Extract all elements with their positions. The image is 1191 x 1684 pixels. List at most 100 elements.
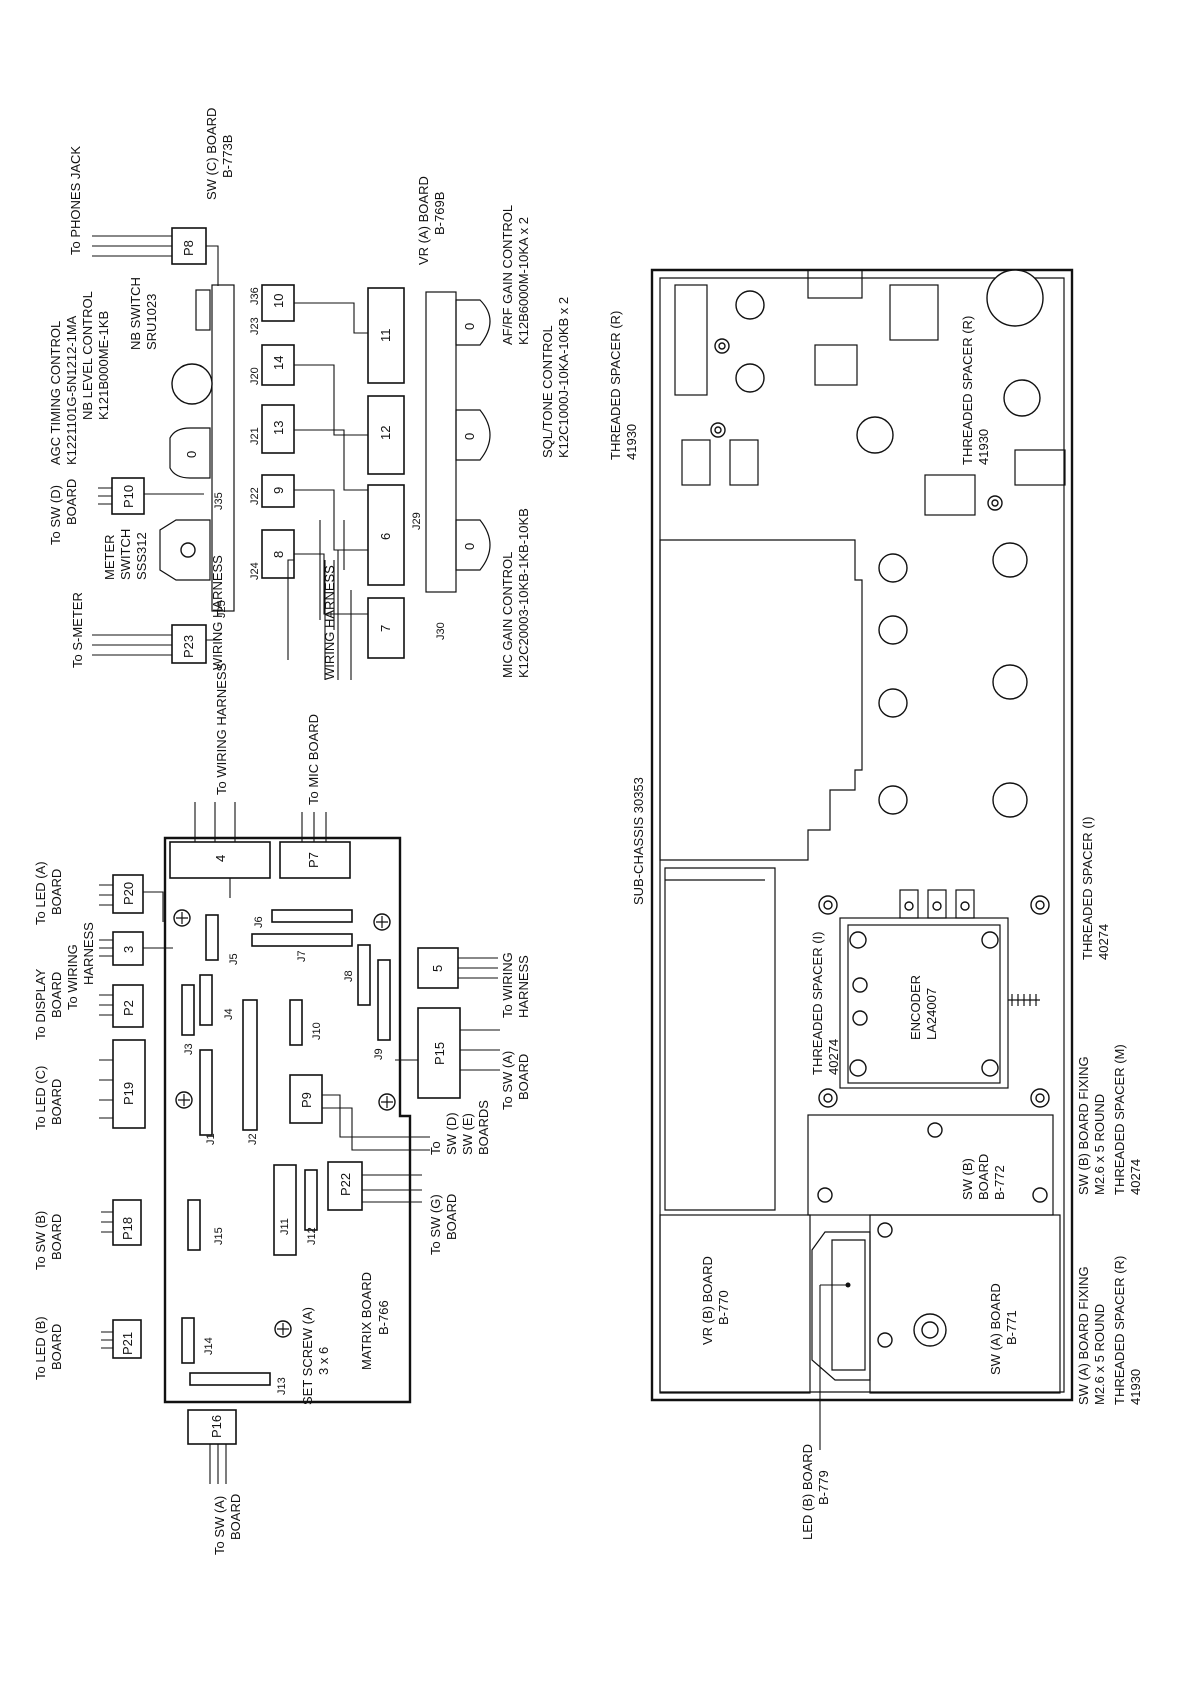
svg-text:0: 0 [462,323,477,330]
plug-5: 5 [417,947,498,989]
jack-j35-label: J35 [213,492,225,510]
plug-p15: P15 [395,1007,500,1099]
jack-j29-label: J29 [411,512,423,530]
chassis-hole-3 [856,416,894,454]
mic-gain-pot: 0 [455,519,491,571]
jack-j10-label: J10 [311,1022,323,1040]
harness-wires [287,302,368,660]
svg-text:8: 8 [271,551,286,558]
svg-text:P15: P15 [432,1042,447,1065]
nb-level-knob [171,363,213,405]
to-sw-b-board-label-b: BOARD [49,1214,64,1260]
led-b-board-bracket [811,1231,871,1381]
jack-j7-label: J7 [296,950,308,962]
sw-c-board-label: SW (C) BOARD [204,108,219,200]
jack-j7-shape [251,933,353,947]
meter-switch: METER SWITCH SSS312 [102,519,211,581]
matrix-screw-3 [175,1091,193,1109]
jack-j11-label: J11 [279,1218,291,1235]
spacer-r-no-label-3: 41930 [1128,1369,1143,1405]
to-phones-jack-label: To PHONES JACK [68,146,83,255]
mid-hole-4 [878,785,908,815]
svg-text:12: 12 [378,426,393,440]
encoder-part-label: LA24007 [924,988,939,1040]
mic-gain-label: MIC GAIN CONTROL [500,552,515,678]
to-display-board-label-b: BOARD [49,972,64,1018]
sql-tone-pot: 0 [455,409,491,461]
harness-9: 9 [261,474,295,508]
matrix-screw-2 [373,913,391,931]
nb-switch-part-label: SRU1023 [144,294,159,350]
sw-b-fixing-size-label: M2.6 x 5 ROUND [1092,1094,1107,1195]
jack-j5-shape [205,914,219,961]
svg-text:P16: P16 [209,1415,224,1438]
encoder-corner-screw-2 [981,931,999,949]
vr-b-board [659,1214,811,1394]
svg-text:P2: P2 [121,1000,136,1016]
agc-knob-zero: 0 [184,451,199,458]
to-sw-d-e-boards-label-b: SW (D) [444,1112,459,1155]
svg-text:P8: P8 [181,240,196,256]
set-screw-label: SET SCREW (A) [300,1307,315,1405]
harness-11: 11 [367,287,405,384]
agc-knob [169,427,211,479]
plug-p16: P16 [187,1409,237,1484]
jack-j3-shape [181,984,195,1036]
to-led-c-board-label-b: BOARD [49,1079,64,1125]
to-mic-board-label: To MIC BOARD [306,714,321,805]
encoder-label: ENCODER [908,975,923,1040]
to-wiring-harness-label-1b: HARNESS [81,922,96,985]
jack-j12-label: J12 [306,1227,318,1245]
sw-b-screw-1 [927,1122,943,1138]
nb-level-part-label: K121B000ME-1KB [96,311,111,420]
spacer-r-label-2: THREADED SPACER (R) [960,316,975,465]
to-sw-b-board-label: To SW (B) [33,1211,48,1270]
jack-j8-label: J8 [343,970,355,982]
to-led-b-board-label: To LED (B) [33,1316,48,1380]
to-led-a-board-label-b: BOARD [49,869,64,915]
spacer-r-label-1: THREADED SPACER (R) [608,311,623,460]
jack-j2-shape [242,999,258,1131]
jack-j12-shape [304,1169,318,1231]
svg-text:P18: P18 [120,1217,135,1240]
to-sw-a-board-label-2: To SW (A) [500,1051,515,1110]
jack-j2-label: J2 [247,1133,259,1145]
spacer-r-label-3: THREADED SPACER (R) [1112,1256,1127,1405]
matrix-board-outline [163,836,412,1404]
jack-j1-label: J1 [205,1133,217,1145]
harness-10: 10 [261,284,295,322]
svg-text:0: 0 [462,543,477,550]
sw-a-knob-inner [921,1321,939,1339]
plug-p19: P19 [99,1039,146,1129]
encoder-corner-screw-4 [981,1059,999,1077]
matrix-board-no-label: B-766 [376,1300,391,1335]
jack-j24-label: J24 [249,562,261,580]
wiring-harness-lines [324,550,352,680]
mid-hole-2 [878,615,908,645]
sw-a-board-no-label: B-771 [1004,1310,1019,1345]
to-sw-d-e-boards-label-d: BOARDS [476,1100,491,1155]
svg-text:7: 7 [378,625,393,632]
svg-text:P7: P7 [306,852,321,868]
to-wiring-harness-label-3b: HARNESS [516,955,531,1018]
encoder-terminals [899,889,975,919]
svg-text:P20: P20 [121,882,136,905]
encoder-shaft [1008,994,1040,1006]
spacer-m-no-label: 40274 [1128,1159,1143,1195]
svg-text:P19: P19 [121,1082,136,1105]
vr-a-connector-strip [211,284,235,612]
jack-j23-label: J23 [249,317,261,335]
threaded-spacer-nut-d [1030,1088,1050,1108]
to-sw-g-board-label-b: BOARD [444,1194,459,1240]
sub-chassis-outline [650,268,1074,1402]
encoder-corner-screw-3 [849,1059,867,1077]
matrix-board-label: MATRIX BOARD [359,1272,374,1370]
svg-text:6: 6 [378,533,393,540]
matrix-screw-set [274,1320,292,1338]
chassis-hole-4 [1003,379,1041,417]
spacer-nut-2 [710,422,726,438]
jack-j5-label: J5 [228,953,240,965]
sub-chassis-label: SUB-CHASSIS 30353 [631,777,646,905]
vr-a-board-no-label: B-769B [432,192,447,235]
to-led-b-board-label-b: BOARD [49,1324,64,1370]
